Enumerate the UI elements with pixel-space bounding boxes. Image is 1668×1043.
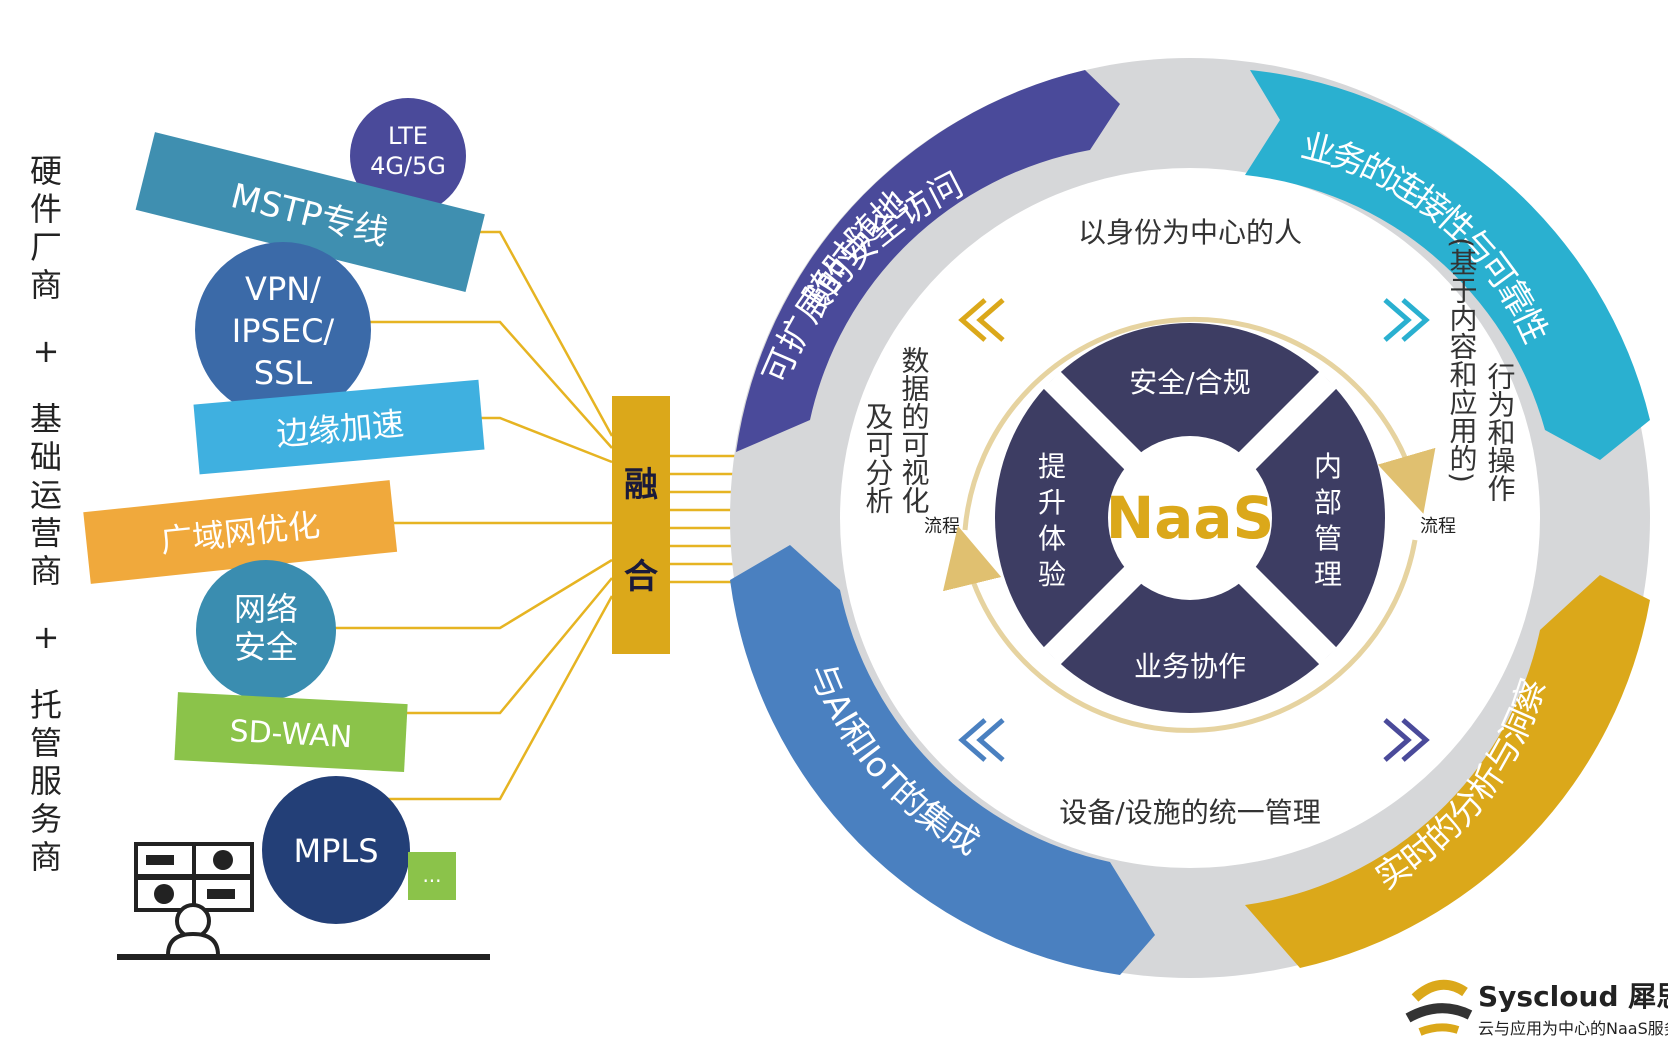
provider-char: 础 bbox=[30, 438, 62, 476]
segment-top-right bbox=[1245, 70, 1650, 460]
core-top: 安全/合规 bbox=[1129, 366, 1250, 399]
netsec-label-2: 安全 bbox=[234, 628, 298, 666]
fusion-bar: 融 合 bbox=[612, 396, 670, 654]
brand-logo-icon bbox=[1405, 979, 1473, 1036]
vpn-label-2: IPSEC/ bbox=[232, 312, 335, 350]
chevron-icon-tr bbox=[1383, 298, 1430, 342]
core-bottom: 业务协作 bbox=[1134, 650, 1246, 683]
provider-char: 管 bbox=[30, 724, 62, 762]
source-more: ... bbox=[408, 852, 456, 900]
provider-char: 运 bbox=[30, 476, 62, 514]
core-right-2: 部 bbox=[1314, 486, 1342, 519]
segment-bottom-right bbox=[1245, 575, 1650, 968]
fusion-char-2: 合 bbox=[624, 557, 658, 597]
source-sdwan: SD-WAN bbox=[174, 692, 408, 773]
chevron-icon-br bbox=[1383, 718, 1430, 762]
provider-char: 托 bbox=[30, 686, 62, 724]
mpls-label: MPLS bbox=[293, 832, 378, 870]
provider-char: 硬 bbox=[30, 152, 62, 190]
core-left-3: 体 bbox=[1038, 522, 1066, 555]
core-right-3: 管 bbox=[1314, 522, 1342, 555]
sdwan-label: SD-WAN bbox=[229, 714, 353, 755]
chevron-icon-bl bbox=[958, 718, 1005, 762]
core-right-1: 内 bbox=[1314, 450, 1342, 483]
brand-name: Syscloud 犀思云 bbox=[1478, 980, 1668, 1013]
core-right-4: 理 bbox=[1314, 558, 1342, 591]
middle-right-col: 行为和操作 bbox=[1484, 362, 1517, 502]
middle-ring: 以身份为中心的人 设备/设施的统一管理 bbox=[1059, 216, 1320, 829]
middle-left: 数据的可视化 及可分析 bbox=[862, 346, 931, 514]
segment-bottom-left bbox=[730, 545, 1155, 975]
provider-char: 务 bbox=[30, 800, 62, 838]
core-left-1: 提 bbox=[1038, 450, 1066, 483]
core-left-4: 验 bbox=[1038, 558, 1066, 591]
vpn-label-3: SSL bbox=[254, 354, 313, 392]
middle-left-col: 数据的可视化 bbox=[898, 346, 931, 514]
core-left-2: 升 bbox=[1038, 486, 1066, 519]
plus-sign: + bbox=[33, 618, 60, 656]
provider-char: 件 bbox=[30, 190, 62, 228]
source-netsec: 网络 安全 bbox=[196, 560, 336, 700]
middle-left-col2: 及可分析 bbox=[862, 402, 895, 514]
segment-top-left bbox=[736, 70, 1120, 452]
provider-char: 基 bbox=[30, 400, 62, 438]
source-vpn: VPN/ IPSEC/ SSL bbox=[195, 242, 371, 418]
lte-label: LTE bbox=[388, 122, 428, 150]
provider-char: 商 bbox=[30, 838, 62, 876]
core: NaaS 安全/合规 业务协作 提 升 体 验 内 部 管 理 bbox=[995, 323, 1385, 713]
flow-right: 流程 bbox=[1420, 516, 1456, 537]
process-arrows bbox=[943, 316, 1436, 733]
middle-top: 以身份为中心的人 bbox=[1078, 216, 1302, 249]
provider-column: 硬 件 厂 商 + 基 础 运 营 商 + 托 管 服 务 商 bbox=[30, 152, 62, 876]
provider-char: 营 bbox=[30, 514, 62, 552]
vpn-label-1: VPN/ bbox=[245, 270, 321, 308]
lte-sublabel: 4G/5G bbox=[370, 152, 446, 180]
brand-tagline: 云与应用为中心的NaaS服务商 bbox=[1478, 1019, 1668, 1038]
operator-icon bbox=[117, 842, 490, 960]
source-mpls: MPLS bbox=[262, 776, 410, 924]
brand: Syscloud 犀思云 云与应用为中心的NaaS服务商 bbox=[1405, 979, 1668, 1038]
middle-right-col2: (基于内容和应用的) bbox=[1446, 237, 1479, 483]
plus-sign: + bbox=[33, 332, 60, 370]
core-center: NaaS bbox=[1106, 484, 1275, 552]
more-label: ... bbox=[422, 863, 441, 887]
provider-char: 商 bbox=[30, 552, 62, 590]
source-edge: 边缘加速 bbox=[193, 379, 485, 475]
source-wan-opt: 广域网优化 bbox=[83, 480, 398, 584]
middle-right: 行为和操作 (基于内容和应用的) bbox=[1446, 237, 1517, 502]
provider-char: 服 bbox=[30, 762, 62, 800]
chevron-icon-tl bbox=[958, 298, 1005, 342]
source-lte: LTE 4G/5G bbox=[350, 98, 466, 214]
middle-bottom: 设备/设施的统一管理 bbox=[1059, 796, 1320, 829]
provider-char: 商 bbox=[30, 266, 62, 304]
provider-char: 厂 bbox=[30, 228, 62, 266]
fusion-char-1: 融 bbox=[624, 465, 658, 505]
flow-left: 流程 bbox=[924, 516, 960, 537]
netsec-label-1: 网络 bbox=[234, 590, 298, 628]
